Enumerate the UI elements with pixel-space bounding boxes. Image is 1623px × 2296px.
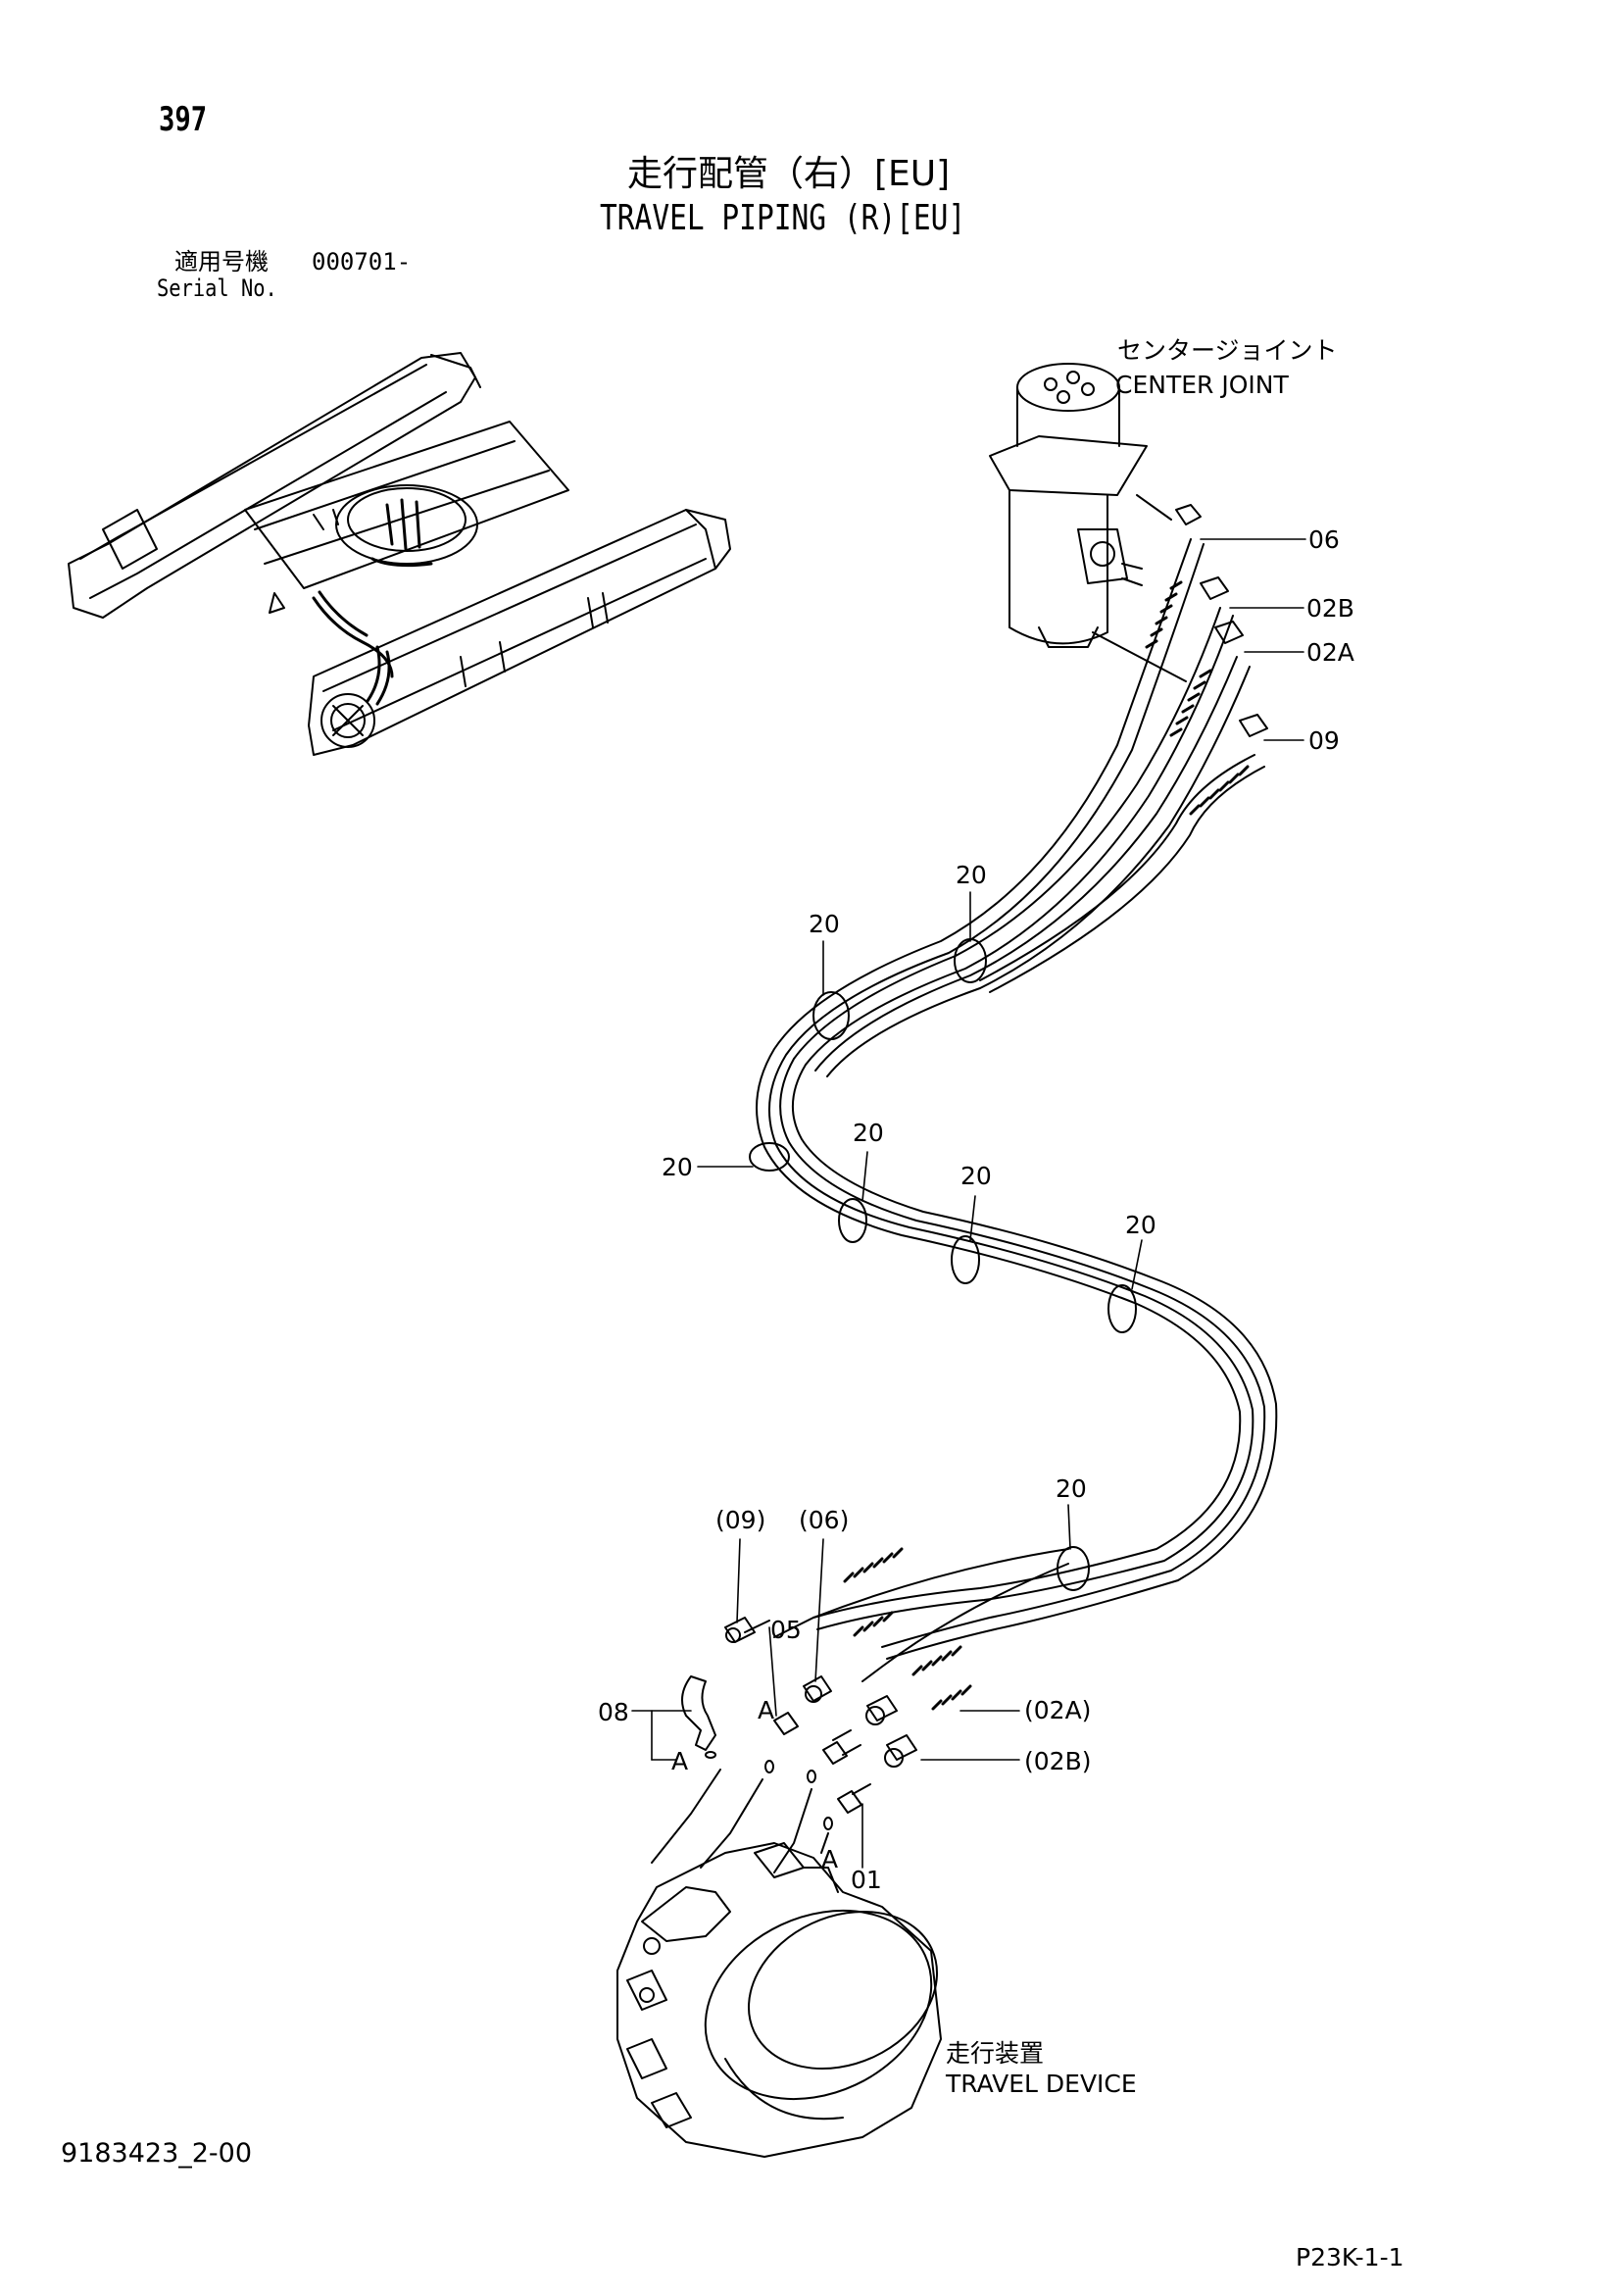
callout-20-clamp: 20 — [1056, 1474, 1087, 1503]
callout-06: 06 — [1308, 525, 1340, 554]
serial-label-english: Serial No. — [157, 275, 277, 302]
callout-20-clamp: 20 — [853, 1119, 884, 1147]
callout-08: 08 — [598, 1698, 629, 1726]
page-title-japanese: 走行配管（右）[EU] — [627, 154, 951, 194]
callout-20-clamp: 20 — [960, 1162, 992, 1190]
figure-reference: P23K-1-1 — [1296, 2243, 1404, 2271]
detail-marker-a: A — [821, 1845, 839, 1873]
undercarriage-overview-drawing — [68, 352, 731, 756]
callout-20-clamp: 20 — [1125, 1211, 1156, 1239]
callout-leader-lines — [631, 538, 1306, 1869]
center-joint-drawing — [989, 363, 1187, 682]
callout-02A: 02A — [1306, 638, 1354, 667]
serial-label-japanese: 適用号機 — [174, 248, 269, 275]
callout-01: 01 — [851, 1866, 882, 1894]
hydraulic-hose-bundle — [749, 504, 1278, 1711]
page-title-english: TRAVEL PIPING (R)[EU] — [600, 198, 966, 238]
serial-value: 000701- — [312, 248, 412, 275]
lower-fittings — [651, 1617, 917, 1873]
callout-09-ref: (09) — [715, 1506, 766, 1534]
travel-device-drawing — [616, 1842, 942, 2158]
detail-marker-a: A — [671, 1747, 689, 1775]
travel-device-label-japanese: 走行装置 — [946, 2039, 1045, 2068]
callout-02B: 02B — [1306, 594, 1354, 623]
callout-09: 09 — [1308, 726, 1340, 755]
callout-06-ref: (06) — [799, 1506, 850, 1534]
callout-20-clamp: 20 — [662, 1153, 693, 1181]
document-number: 9183423_2-00 — [61, 2138, 253, 2169]
page-number: 397 — [159, 100, 208, 139]
callout-20-clamp: 20 — [809, 910, 840, 938]
center-joint-label-english: CENTER JOINT — [1115, 371, 1289, 399]
center-joint-label-japanese: センタージョイント — [1117, 336, 1338, 365]
callout-02A-ref: (02A) — [1024, 1696, 1092, 1724]
callout-02B-ref: (02B) — [1024, 1747, 1092, 1775]
callout-20-clamp: 20 — [956, 861, 987, 889]
detail-marker-a: A — [758, 1696, 775, 1724]
travel-device-label-english: TRAVEL DEVICE — [946, 2070, 1137, 2098]
callout-05: 05 — [770, 1616, 802, 1644]
